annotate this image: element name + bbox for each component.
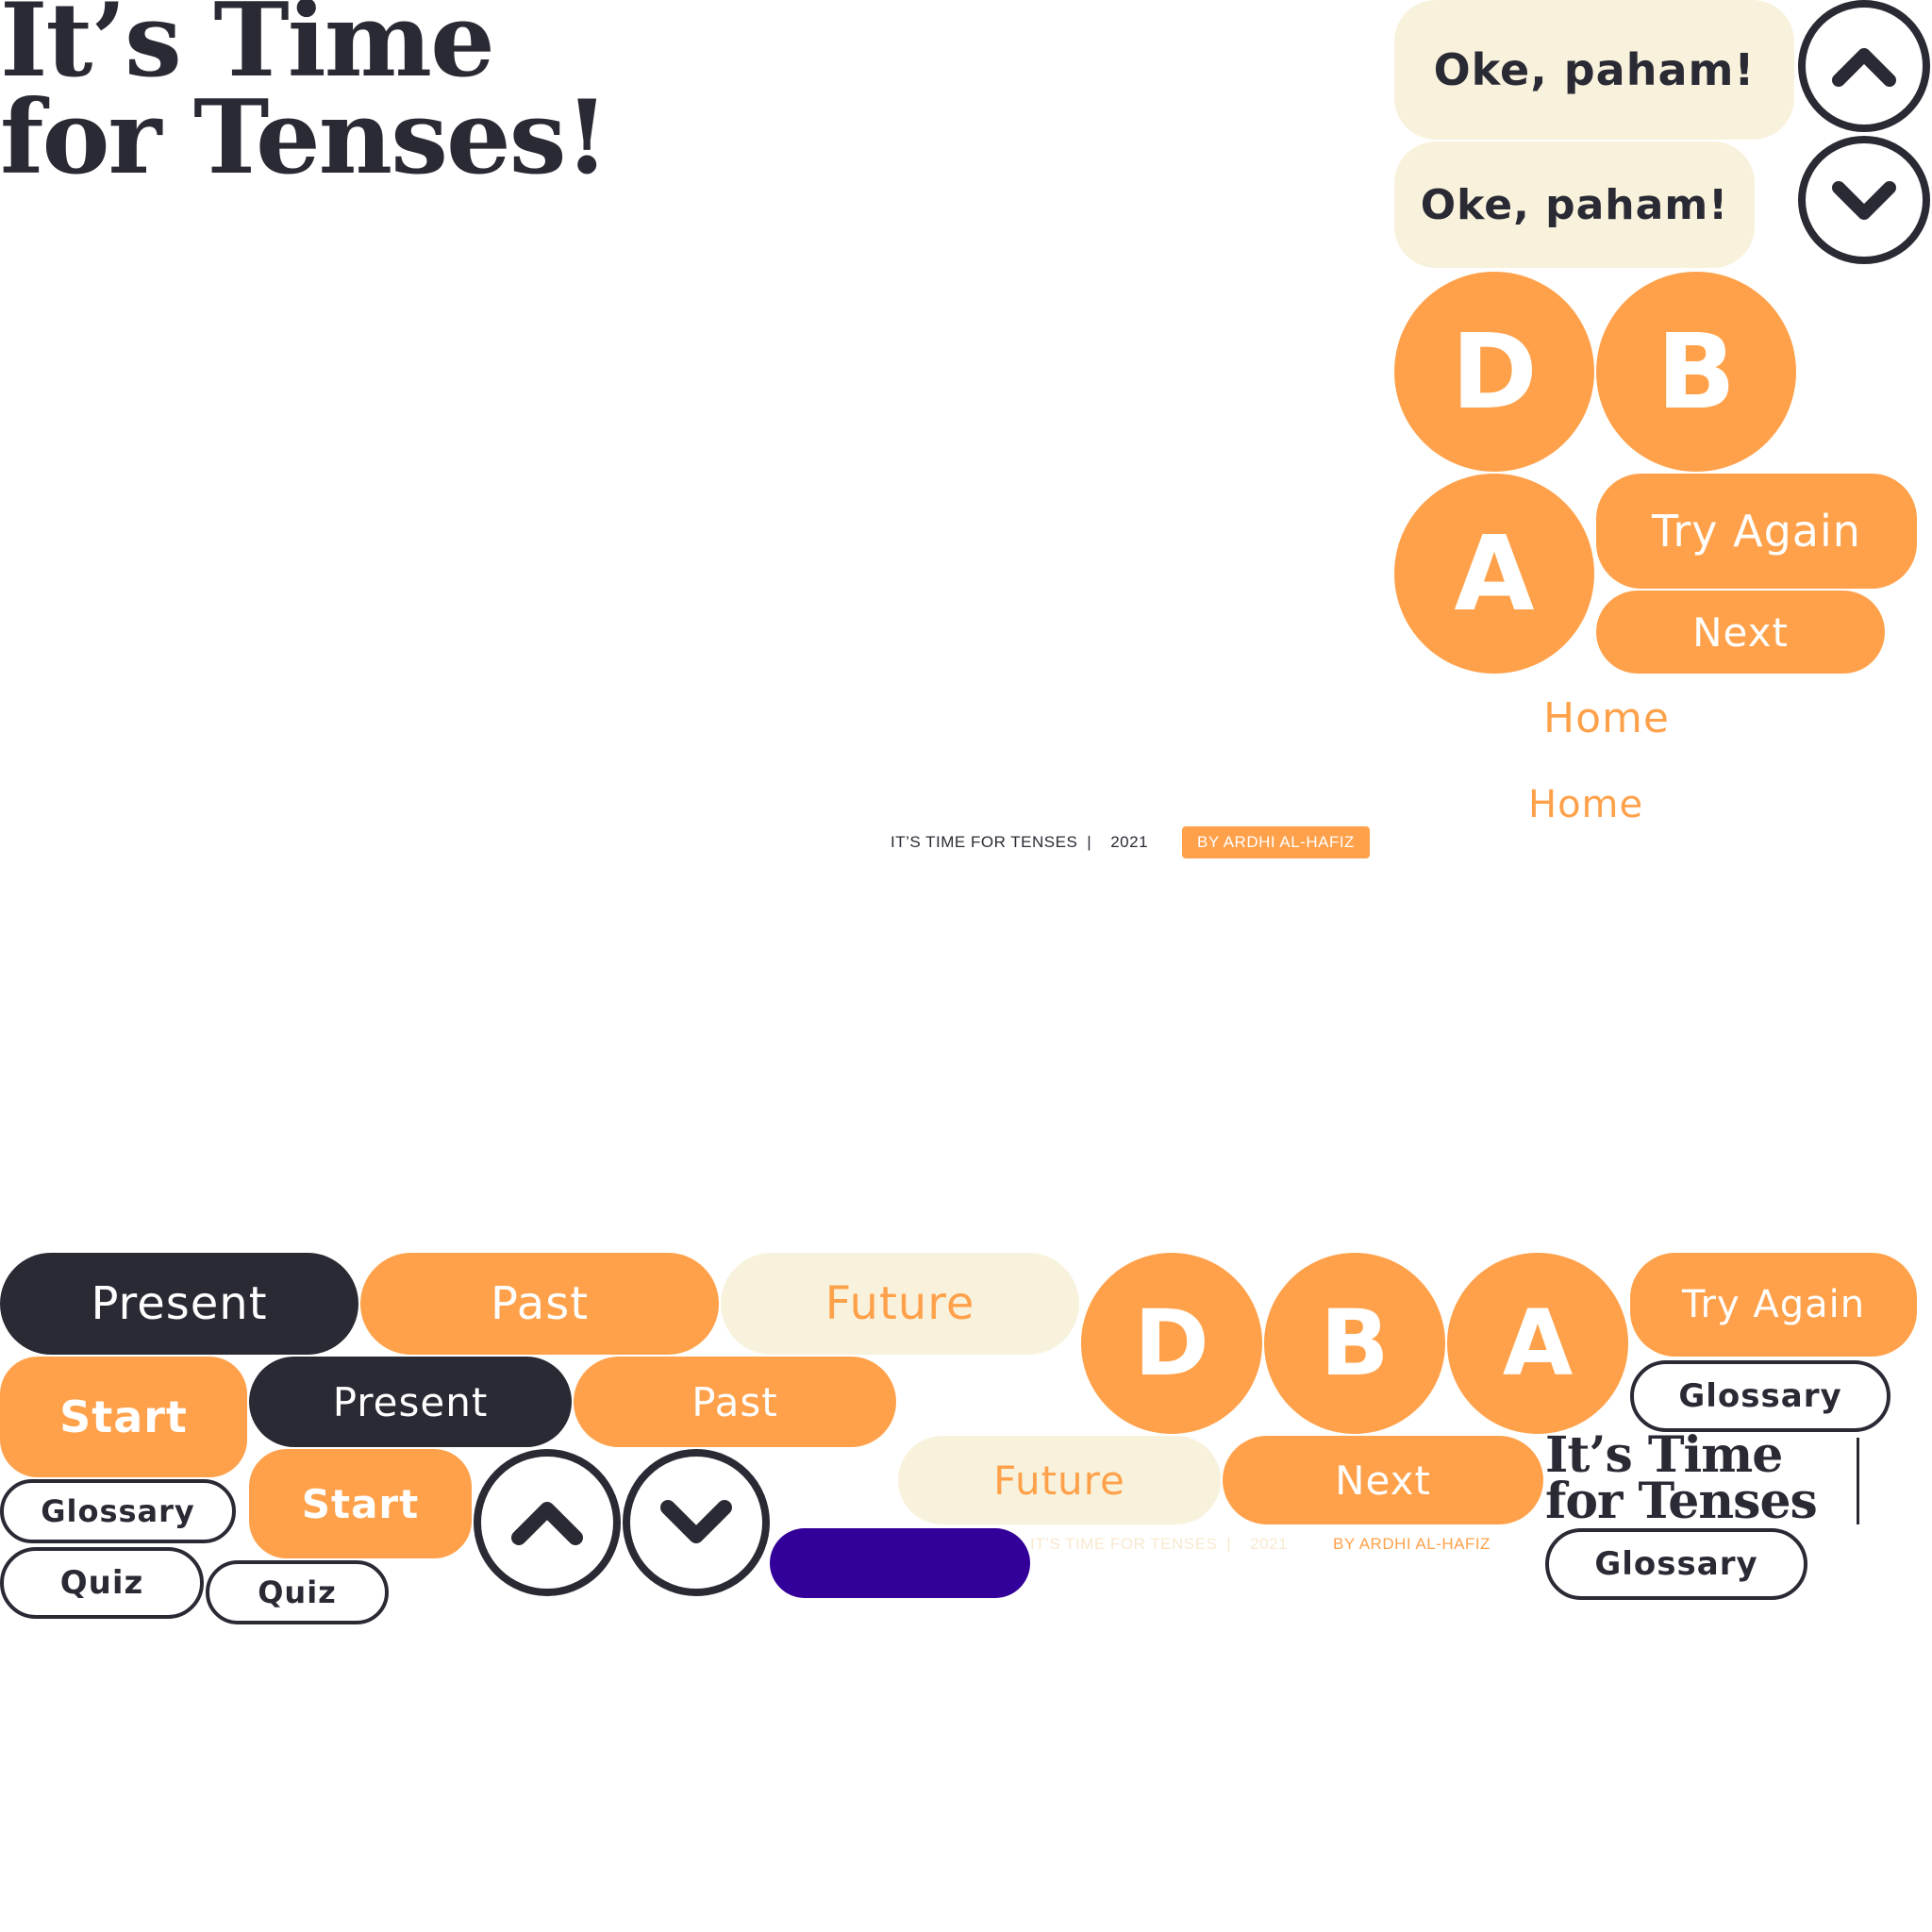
answer-b-label: B	[1657, 311, 1736, 432]
purple-bar	[770, 1528, 1030, 1598]
answer-a-button-small[interactable]: A	[1447, 1253, 1628, 1434]
footer-faded-year: 2021	[1250, 1535, 1289, 1553]
answer-d-button-small[interactable]: D	[1081, 1253, 1262, 1434]
page-title-line1: It’s Time	[0, 0, 495, 100]
small-title: It’s Time for Tenses	[1545, 1426, 1818, 1531]
scroll-down-button[interactable]	[1798, 136, 1930, 264]
glossary-small-label: Glossary	[1594, 1545, 1758, 1583]
start-button[interactable]: Start	[0, 1357, 247, 1477]
scroll-up-button-small[interactable]	[474, 1449, 621, 1596]
glossary-button[interactable]: Glossary	[1630, 1360, 1890, 1432]
tab-present-small-label: Present	[332, 1378, 489, 1425]
try-again-label: Try Again	[1652, 506, 1861, 557]
answer-b-button-small[interactable]: B	[1264, 1253, 1445, 1434]
answer-a-small-label: A	[1502, 1291, 1574, 1396]
footer-faded-separator: |	[1226, 1535, 1232, 1553]
quiz-alt-label: Quiz	[258, 1574, 337, 1610]
glossary-alt-label: Glossary	[41, 1493, 195, 1529]
tab-present-label: Present	[91, 1277, 268, 1330]
glossary-label: Glossary	[1678, 1377, 1842, 1415]
next-label: Next	[1692, 608, 1789, 656]
tab-future-label: Future	[824, 1277, 975, 1330]
small-title-line2: for Tenses	[1545, 1473, 1818, 1531]
glossary-button-alt[interactable]: Glossary	[0, 1479, 236, 1543]
next-small-label: Next	[1335, 1457, 1431, 1504]
try-again-button[interactable]: Try Again	[1596, 474, 1917, 589]
tab-past[interactable]: Past	[360, 1253, 719, 1355]
footer-separator: |	[1087, 833, 1092, 851]
quiz-button-alt[interactable]: Quiz	[206, 1560, 389, 1624]
footer-author-badge: BY ARDHI AL-HAFIZ	[1182, 826, 1370, 858]
try-again-button-small[interactable]: Try Again	[1630, 1253, 1917, 1357]
answer-a-label: A	[1454, 513, 1535, 634]
start-button-small[interactable]: Start	[249, 1449, 472, 1558]
tab-present[interactable]: Present	[0, 1253, 358, 1355]
home-link[interactable]: Home	[1543, 694, 1670, 742]
home-link-label: Home	[1543, 694, 1670, 742]
footer-bar: IT’S TIME FOR TENSES | 2021 BY ARDHI AL-…	[891, 826, 1370, 858]
answer-d-small-label: D	[1134, 1291, 1209, 1396]
chevron-down-icon-small	[660, 1500, 732, 1543]
next-button-small[interactable]: Next	[1223, 1436, 1543, 1524]
chevron-up-icon-small	[511, 1502, 583, 1545]
quiz-button[interactable]: Quiz	[0, 1547, 204, 1619]
home-link-alt-label: Home	[1528, 783, 1644, 826]
answer-b-button[interactable]: B	[1596, 272, 1796, 472]
chevron-down-icon	[1832, 181, 1896, 220]
footer-faded-author: BY ARDHI AL-HAFIZ	[1333, 1535, 1491, 1553]
tab-present-small[interactable]: Present	[249, 1357, 572, 1447]
answer-a-button[interactable]: A	[1394, 474, 1594, 674]
confirm-button-alt[interactable]: Oke, paham!	[1394, 142, 1755, 268]
quiz-label: Quiz	[59, 1564, 144, 1602]
next-button[interactable]: Next	[1596, 591, 1885, 674]
scroll-down-button-small[interactable]	[623, 1449, 770, 1596]
tab-past-label: Past	[490, 1277, 590, 1330]
answer-d-button[interactable]: D	[1394, 272, 1594, 472]
divider-vertical	[1857, 1438, 1859, 1524]
scroll-up-button[interactable]	[1798, 0, 1930, 132]
try-again-small-label: Try Again	[1681, 1283, 1866, 1326]
tab-past-small-label: Past	[691, 1378, 778, 1425]
confirm-button-label: Oke, paham!	[1433, 44, 1756, 95]
start-label: Start	[59, 1391, 188, 1442]
glossary-button-small[interactable]: Glossary	[1545, 1528, 1807, 1600]
footer-bar-faded: IT’S TIME FOR TENSES | 2021 BY ARDHI AL-…	[1030, 1530, 1540, 1558]
footer-app-name: IT’S TIME FOR TENSES	[891, 833, 1078, 851]
page-title: It’s Time for Tenses!	[0, 0, 609, 197]
answer-d-label: D	[1451, 311, 1538, 432]
tab-future-small[interactable]: Future	[898, 1436, 1221, 1524]
answer-b-small-label: B	[1320, 1291, 1390, 1396]
tab-future-small-label: Future	[993, 1457, 1125, 1504]
home-link-alt[interactable]: Home	[1528, 783, 1643, 826]
small-title-line1: It’s Time	[1545, 1426, 1783, 1484]
confirm-button[interactable]: Oke, paham!	[1394, 0, 1794, 140]
chevron-up-icon	[1832, 48, 1896, 87]
tab-future[interactable]: Future	[721, 1253, 1079, 1355]
footer-year: 2021	[1110, 833, 1149, 851]
page-title-line2: for Tenses!	[0, 77, 609, 197]
tab-past-small[interactable]: Past	[574, 1357, 896, 1447]
start-small-label: Start	[301, 1480, 420, 1527]
footer-faded-app-name: IT’S TIME FOR TENSES	[1030, 1535, 1218, 1553]
confirm-button-alt-label: Oke, paham!	[1420, 180, 1729, 229]
